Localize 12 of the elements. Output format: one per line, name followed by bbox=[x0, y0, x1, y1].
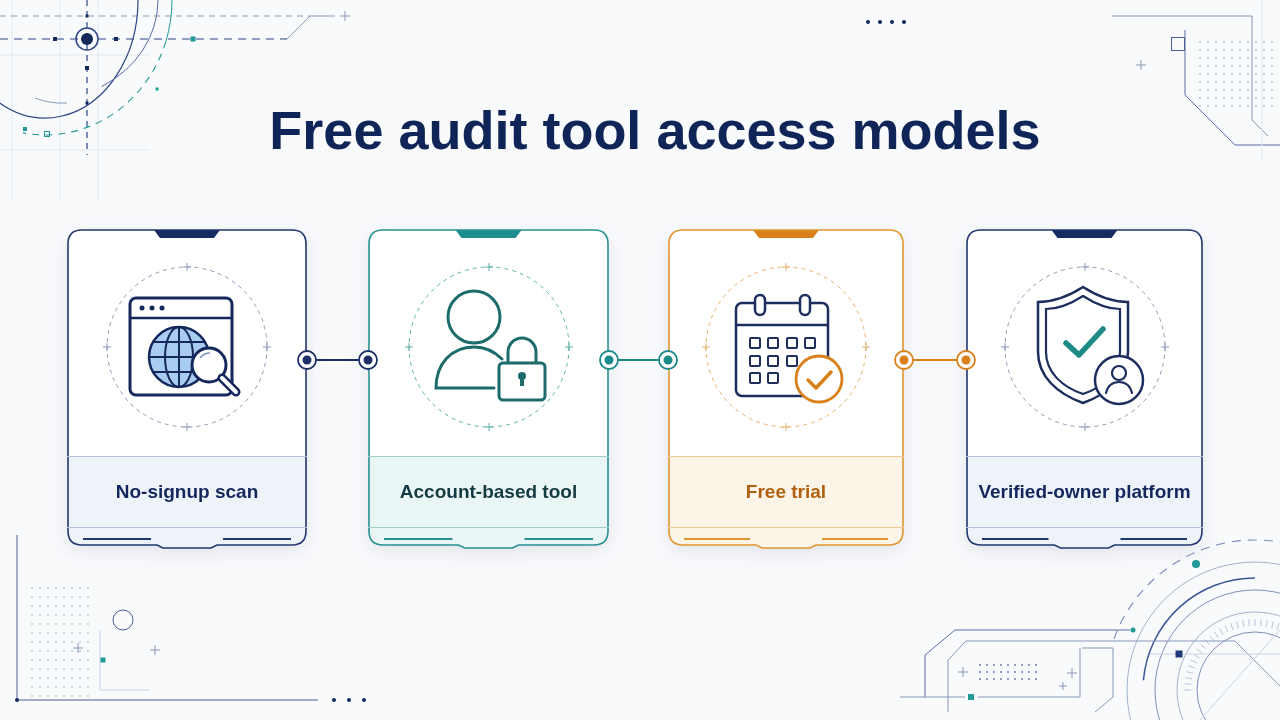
card-label: Verified-owner platform bbox=[978, 480, 1191, 504]
model-card bbox=[368, 229, 609, 549]
card-label: Account-based tool bbox=[399, 480, 578, 504]
model-card bbox=[67, 229, 307, 549]
connector bbox=[894, 350, 976, 370]
connector bbox=[599, 350, 678, 370]
card-label: No-signup scan bbox=[115, 480, 259, 504]
connector bbox=[297, 350, 378, 370]
card-label: Free trial bbox=[745, 480, 827, 504]
model-card bbox=[966, 229, 1203, 549]
model-card bbox=[668, 229, 904, 549]
title: Free audit tool access models bbox=[269, 99, 1041, 161]
